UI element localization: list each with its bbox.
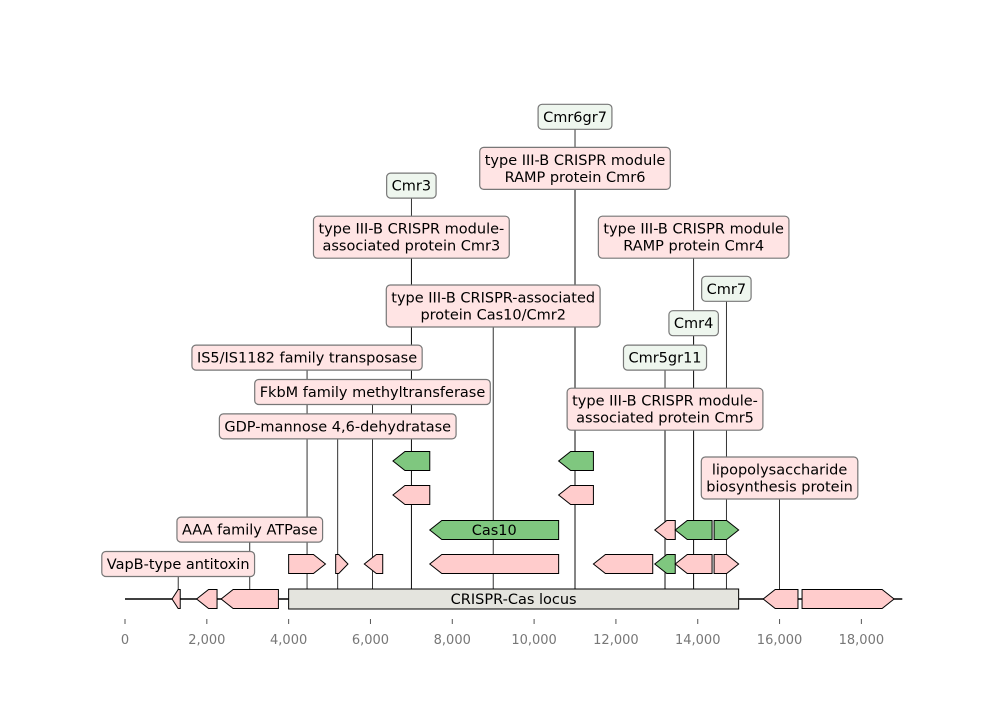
- tick-label: 18,000: [839, 633, 885, 648]
- annotation-text: Cmr3: [392, 179, 431, 195]
- gene-arrow: [288, 554, 327, 574]
- gene-label: Cas10: [472, 523, 517, 539]
- tick-label: 4,000: [270, 633, 307, 648]
- annotation-text: Cmr7: [707, 282, 746, 298]
- annotation-text: GDP-mannose 4,6-dehydratase: [224, 419, 451, 435]
- gene-arrow: [653, 520, 676, 540]
- gene-arrow: [392, 485, 431, 505]
- annotation-box: [312, 215, 510, 259]
- gene-arrow: [801, 589, 895, 609]
- annotation-text: type III-B CRISPR module-associated prot…: [318, 222, 504, 255]
- annotation-labels: VapB-type antitoxin AAA family ATPase GDP-…: [101, 103, 859, 578]
- gene-arrow: [674, 554, 713, 574]
- annotation-label: Cmr6gr7: [537, 103, 613, 130]
- annotation-box: [537, 103, 613, 130]
- gene-arrow: [335, 554, 349, 574]
- annotation-box: [254, 378, 491, 406]
- annotation-text: Cmr5gr11: [628, 351, 701, 367]
- annotation-box: [385, 284, 601, 328]
- gene-arrow: [220, 589, 279, 609]
- annotation-box: [700, 456, 859, 500]
- annotation-label: IS5/IS1182 family transposase: [191, 344, 423, 371]
- gene-arrow: [713, 520, 740, 540]
- tick-label: 14,000: [675, 633, 721, 648]
- gene-arrow: [392, 451, 431, 471]
- gene-arrow: [653, 554, 676, 574]
- tick-label: 2,000: [188, 633, 225, 648]
- annotation-box: [218, 413, 457, 440]
- annotation-label: Cmr4: [668, 310, 719, 337]
- gene-arrow: [363, 554, 384, 574]
- feature-arrows: CRISPR-Cas locus Cas10: [171, 451, 895, 610]
- annotation-text: IS5/IS1182 family transposase: [197, 351, 417, 367]
- annotation-label: FkbM family methyltransferase: [254, 378, 491, 406]
- annotation-label: Cmr7: [701, 275, 752, 302]
- gene-arrow: [713, 554, 740, 574]
- annotation-label: AAA family ATPase: [176, 516, 324, 543]
- locus-label: CRISPR-Cas locus: [451, 592, 577, 608]
- gene-arrow: [428, 554, 560, 574]
- annotation-label: type III-B CRISPR module-associated prot…: [566, 387, 764, 431]
- annotation-text: AAA family ATPase: [182, 523, 318, 539]
- annotation-box: [101, 550, 256, 578]
- annotation-box: [479, 146, 671, 190]
- annotation-label: GDP-mannose 4,6-dehydratase: [218, 413, 457, 440]
- annotation-text: FkbM family methyltransferase: [260, 385, 486, 401]
- annotation-box: [566, 387, 764, 431]
- gene-arrow: [592, 554, 654, 574]
- annotation-box: [386, 172, 437, 199]
- gene-arrow: [195, 589, 218, 609]
- annotation-text: Cmr6gr7: [543, 110, 607, 126]
- tick-label: 8,000: [434, 633, 471, 648]
- tick-label: 16,000: [757, 633, 803, 648]
- tick-label: 12,000: [593, 633, 639, 648]
- annotation-label: Cmr3: [386, 172, 437, 199]
- annotation-box: [701, 275, 752, 302]
- tick-label: 0: [121, 633, 129, 648]
- gene-arrow: [428, 520, 560, 540]
- annotation-text: VapB-type antitoxin: [107, 557, 250, 573]
- tick-label: 6,000: [352, 633, 389, 648]
- gene-arrow: [762, 589, 799, 609]
- gene-arrow: [557, 451, 594, 471]
- gene-arrow: [557, 485, 594, 505]
- annotation-box: [622, 344, 708, 371]
- annotation-label: Cmr5gr11: [622, 344, 708, 371]
- annotation-label: VapB-type antitoxin: [101, 550, 256, 578]
- crispr-cas-locus-box: [288, 588, 740, 610]
- annotation-label: type III-B CRISPR module-associated prot…: [312, 215, 510, 259]
- x-axis-ticks: 0 2,000 4,000 6,000 8,000 10,000 12,000 14,000 1…: [121, 619, 884, 648]
- annotation-box: [597, 215, 790, 259]
- gene-arrow: [674, 520, 713, 540]
- gene-arrow: [171, 589, 181, 609]
- annotation-box: [668, 310, 719, 337]
- annotation-box: [191, 344, 423, 371]
- tick-label: 10,000: [511, 633, 557, 648]
- annotation-box: [176, 516, 324, 543]
- annotation-text: type III-B CRISPR module-associated prot…: [572, 394, 758, 427]
- annotation-text: Cmr4: [674, 316, 713, 332]
